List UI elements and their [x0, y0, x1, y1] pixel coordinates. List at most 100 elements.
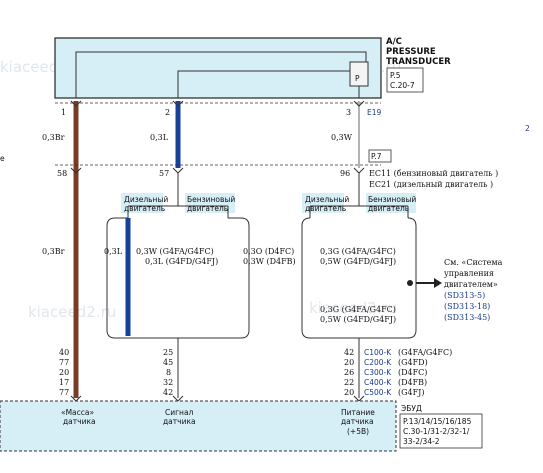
conn-eng-2: (D4FC)	[398, 368, 427, 377]
ecu-ref-1: P.13/14/15/16/185	[403, 417, 472, 426]
conn-eng-0: (G4FA/G4FC)	[398, 348, 452, 357]
pin-pwr-2: 26	[344, 368, 354, 377]
connector-ec11: EC11 (бензиновый двигатель )	[369, 169, 498, 178]
transducer-internal-line-1	[75, 51, 367, 98]
wire-label-power-upper: 0,3W	[331, 133, 353, 142]
label-diesel-signal-2: двигатель	[124, 204, 165, 213]
pin-top-1: 1	[61, 108, 66, 117]
pin-mid-96: 96	[340, 169, 350, 178]
see-ref-sd313-18[interactable]: (SD313-18)	[444, 302, 490, 311]
pin-pwr-1: 20	[344, 358, 354, 367]
conn-eng-4: (G4FJ)	[398, 388, 424, 397]
ecu-gnd-label-1: «Масса»	[61, 408, 94, 417]
label-petrol-power-2: двигатель	[368, 204, 409, 213]
ecu-sig-label-1: Сигнал	[165, 408, 194, 417]
transducer-title-2: PRESSURE	[386, 47, 436, 57]
label-box-petrol-power	[366, 193, 416, 213]
conn-c300: C300-K	[364, 368, 392, 377]
conn-c500: C500-K	[364, 388, 392, 397]
chevron-pin-2	[172, 100, 184, 107]
mid-ref-p7: P.7	[371, 152, 382, 161]
connector-ec21: EC21 (дизельный двигатель )	[369, 180, 493, 189]
pin-mid-58: 58	[57, 169, 67, 178]
conn-c200: C200-K	[364, 358, 392, 367]
transducer-internal-line-2	[177, 70, 350, 98]
label-diesel-signal-1: Дизельный	[124, 195, 168, 204]
connector-e19: E19	[367, 108, 382, 117]
arrow-right-icon	[434, 278, 442, 288]
watermark-4: kiaceed2.ru	[309, 299, 397, 317]
chevron-pin-3	[353, 100, 365, 107]
chevron-mid-57	[172, 167, 184, 174]
see-ref-line3: двигателем»	[444, 280, 498, 289]
pin-gnd-0: 40	[59, 348, 69, 357]
ecu-pwr-label-1: Питание	[341, 408, 375, 417]
pin-pwr-3: 22	[344, 378, 354, 387]
wire-label-signal-d4-1: 0,3O (D4FC)	[243, 247, 294, 256]
wire-label-signal-petrol-2: 0,3L (G4FD/G4FJ)	[145, 257, 218, 266]
chevron-pin-1	[70, 100, 82, 107]
pin-sig-2: 8	[166, 368, 171, 377]
bottom-pins-power: 42 20 26 22 20	[344, 348, 354, 397]
transducer-ref-1: P.5	[390, 71, 401, 80]
conn-eng-1: (G4FD)	[398, 358, 428, 367]
right-edge-fragment: 2	[525, 124, 530, 133]
label-diesel-power-1: Дизельный	[305, 195, 349, 204]
pin-gnd-3: 17	[59, 378, 69, 387]
chevron-mid-58	[70, 167, 82, 174]
label-diesel-power-2: двигатель	[305, 204, 346, 213]
pin-pwr-4: 20	[344, 388, 354, 397]
conn-eng-3: (D4FB)	[398, 378, 427, 387]
ecu-pwr-label-3: (+5В)	[347, 427, 369, 436]
bottom-pins-ground: 40 77 20 17 77	[59, 348, 69, 397]
pin-mid-57: 57	[159, 169, 169, 178]
conn-c400: C400-K	[364, 378, 392, 387]
see-ref-line1: См. «Система	[444, 258, 503, 267]
wire-label-power-b1: 0,3G (G4FA/G4FC)	[320, 305, 396, 314]
wire-label-power-a2: 0,5W (G4FD/G4FJ)	[320, 257, 396, 266]
pin-top-3: 3	[346, 108, 351, 117]
transducer-title-3: TRANSDUCER	[386, 57, 451, 67]
wire-label-signal-petrol-1: 0,3W (G4FA/G4FC)	[136, 247, 214, 256]
ecu-ref-3: 33-2/34-2	[403, 437, 440, 446]
conn-c100: C100-K	[364, 348, 392, 357]
watermark-3: kiaceed2.ru	[28, 303, 116, 321]
pin-gnd-2: 20	[59, 368, 69, 377]
left-edge-fragment: е	[0, 154, 5, 163]
ecu-box	[0, 400, 397, 452]
pin-gnd-4: 77	[59, 388, 69, 397]
wire-label-power-a1: 0,3G (G4FA/G4FC)	[320, 247, 396, 256]
ecu-ref-box	[399, 413, 483, 449]
pin-gnd-1: 77	[59, 358, 69, 367]
ecu-sig-label-2: датчика	[163, 417, 196, 426]
wire-label-signal-upper: 0,3L	[150, 133, 169, 142]
label-box-diesel-signal	[121, 193, 163, 213]
pin-pwr-0: 42	[344, 348, 354, 357]
see-ref-sd313-45[interactable]: (SD313-45)	[444, 313, 490, 322]
wire-label-ground-lower: 0,3Br	[42, 247, 65, 256]
see-ref-junction	[407, 280, 413, 286]
see-ref-line2: управления	[444, 269, 494, 278]
transducer-box	[54, 37, 382, 99]
pressure-sensor-label: P	[355, 74, 360, 83]
mid-ref-box	[368, 149, 392, 163]
ecu-title: ЭБУД	[401, 404, 422, 413]
pin-sig-0: 25	[163, 348, 173, 357]
transducer-title-1: A/C	[386, 37, 402, 47]
label-petrol-signal-2: двигатель	[187, 204, 228, 213]
transducer-ref-box	[386, 67, 424, 93]
label-box-diesel-power	[302, 193, 344, 213]
label-petrol-power-1: Бензиновый	[368, 195, 416, 204]
bottom-connectors: C100-K C200-K C300-K C400-K C500-K (G4FA…	[364, 348, 452, 397]
chevron-mid-96	[353, 167, 365, 174]
ecu-pwr-label-2: датчика	[341, 417, 374, 426]
wire-label-signal-diesel: 0,3L	[104, 247, 123, 256]
pin-sig-1: 45	[163, 358, 173, 367]
pin-top-2: 2	[165, 108, 170, 117]
ecu-ref-2: C.30-1/31-2/32-1/	[403, 427, 470, 436]
label-box-petrol-signal	[185, 193, 235, 213]
see-ref-sd313-5[interactable]: (SD313-5)	[444, 291, 485, 300]
pin-sig-4: 42	[163, 388, 173, 397]
wire-label-power-b2: 0,5W (G4FD/G4FJ)	[320, 315, 396, 324]
